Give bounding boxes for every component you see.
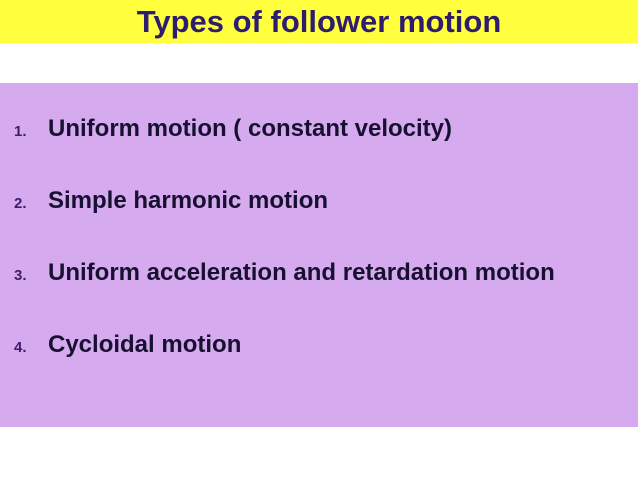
follower-motion-list: 1. Uniform motion ( constant velocity) 2… bbox=[0, 115, 638, 362]
list-item-number: 1. bbox=[14, 123, 27, 140]
list-item: 2. Simple harmonic motion bbox=[0, 187, 638, 218]
list-item: 4. Cycloidal motion bbox=[0, 331, 638, 362]
slide-header: Types of follower motion bbox=[0, 0, 638, 43]
list-item-label: Uniform motion ( constant velocity) bbox=[48, 115, 453, 142]
list-item: 3. Uniform acceleration and retardation … bbox=[0, 259, 638, 290]
list-item: 1. Uniform motion ( constant velocity) bbox=[0, 115, 638, 146]
list-item-label: Cycloidal motion bbox=[48, 331, 242, 358]
list-item-label: Simple harmonic motion bbox=[48, 187, 329, 214]
list-item-number: 3. bbox=[14, 267, 27, 284]
content-panel: 1. Uniform motion ( constant velocity) 2… bbox=[0, 83, 638, 427]
list-item-number: 4. bbox=[14, 339, 27, 356]
page-title: Types of follower motion bbox=[136, 4, 502, 39]
list-item-label: Uniform acceleration and retardation mot… bbox=[48, 259, 555, 286]
list-item-number: 2. bbox=[14, 195, 27, 212]
